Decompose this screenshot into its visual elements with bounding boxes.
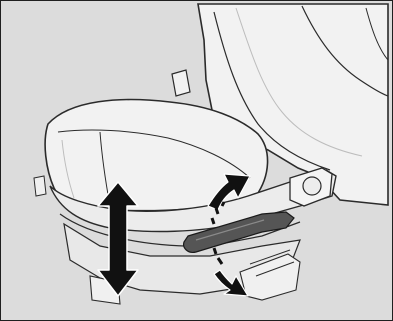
- double-headed-up-down-arrow-icon: [98, 182, 138, 296]
- seat-pivot-knob: [290, 168, 332, 206]
